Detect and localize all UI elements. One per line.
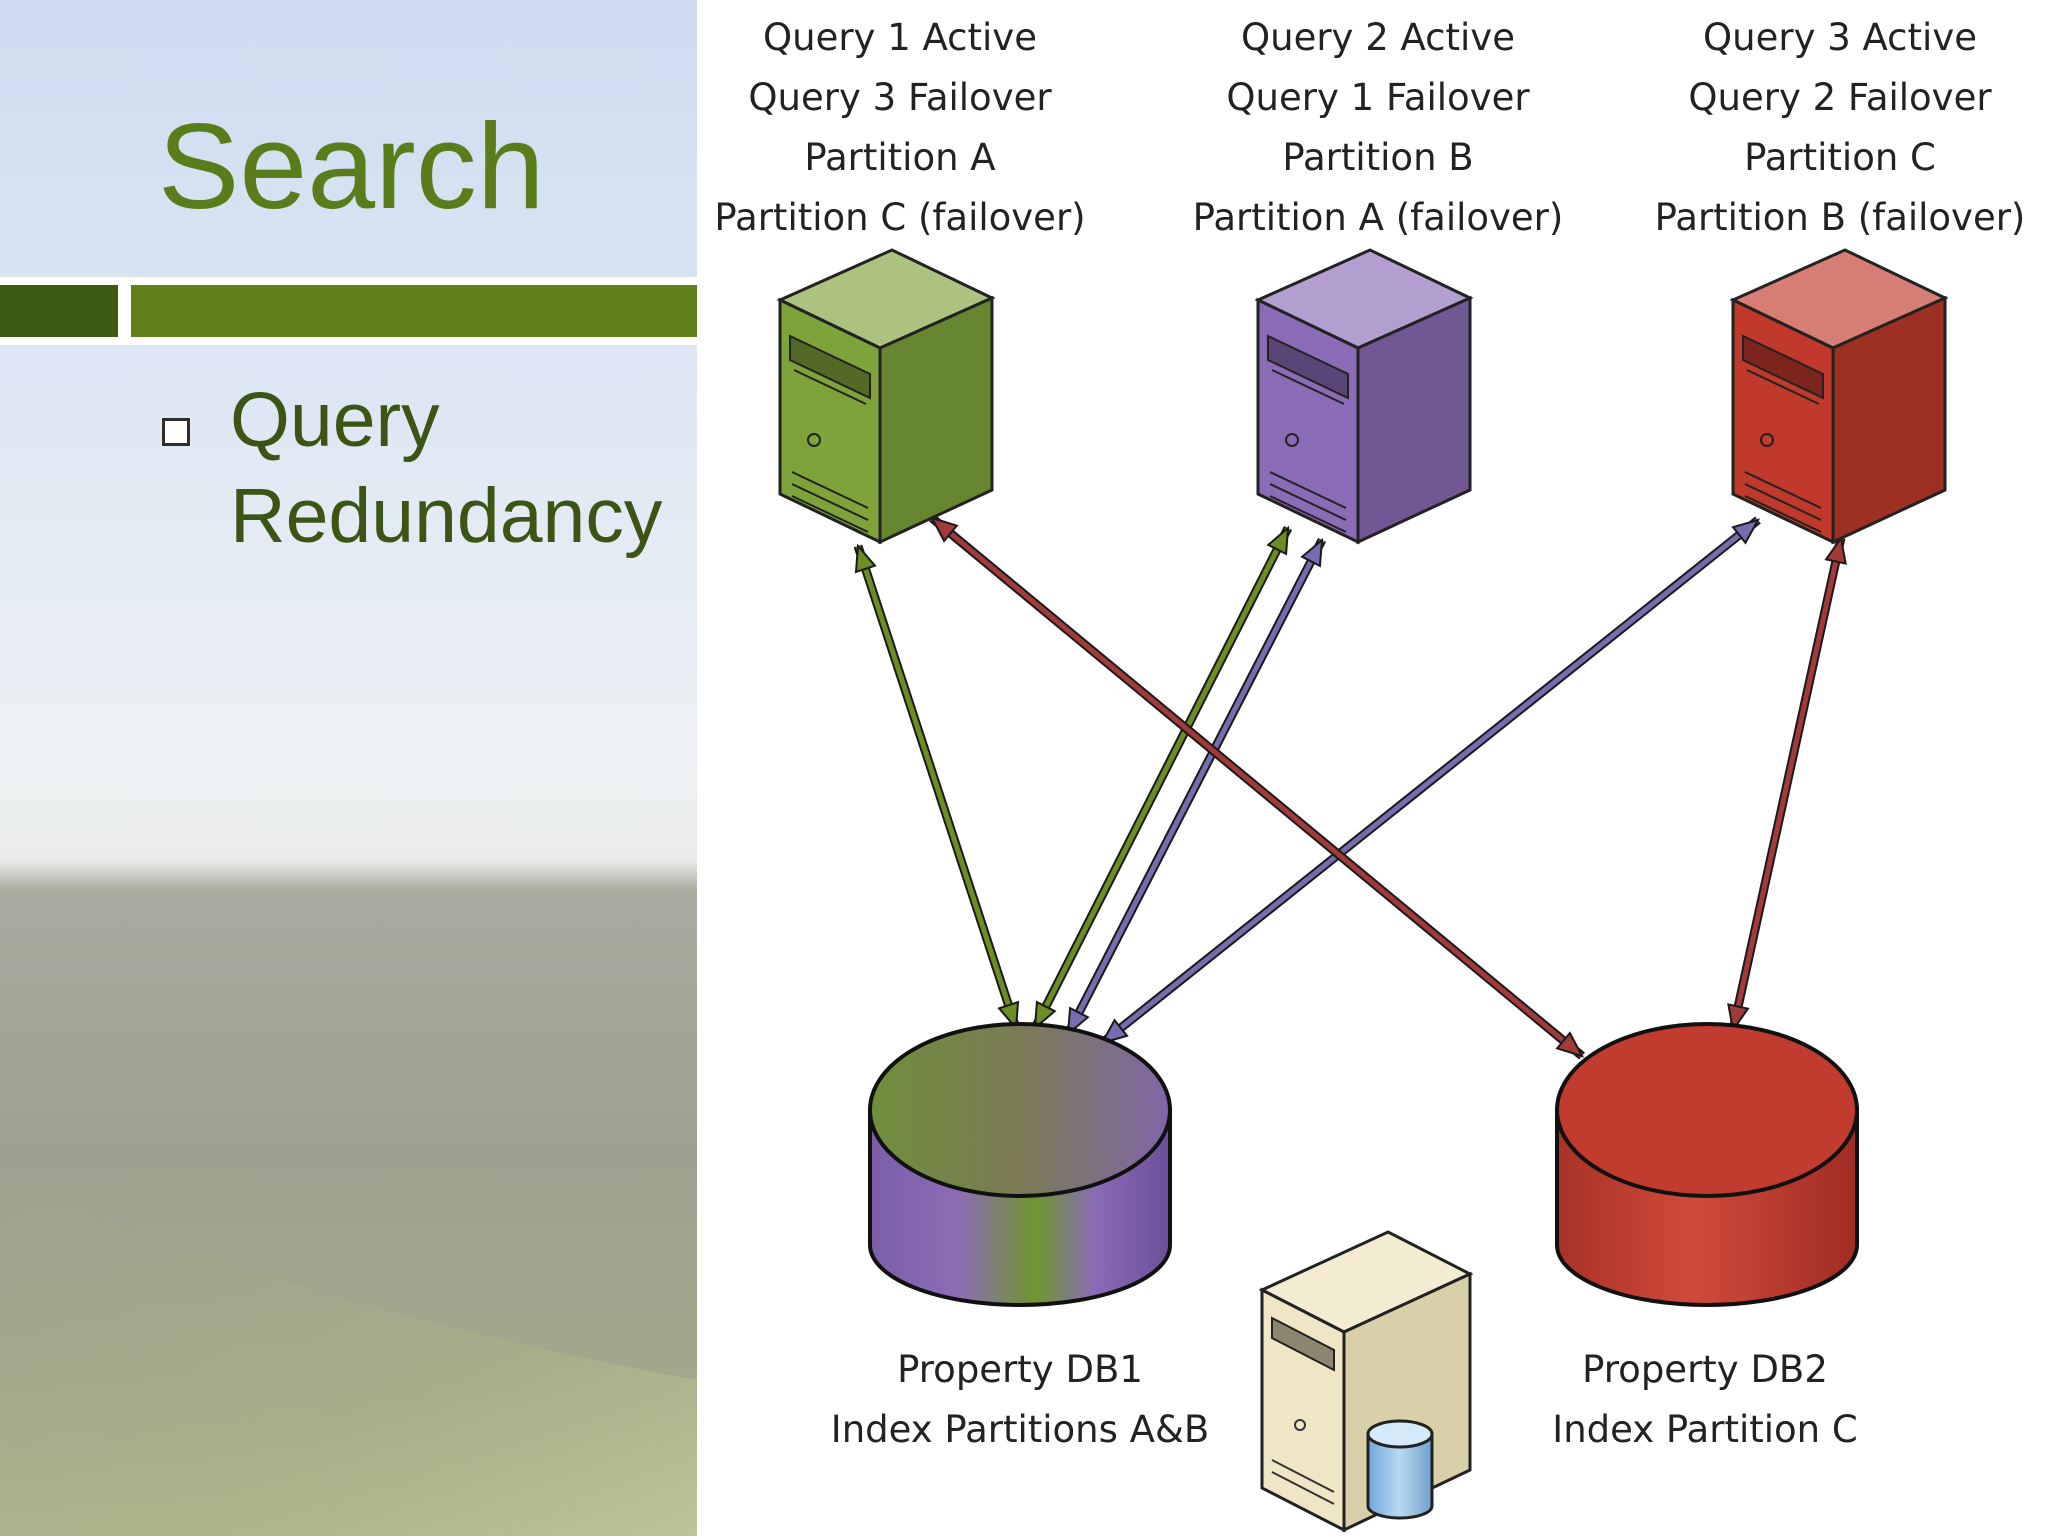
db-1-label: Property DB1 Index Partitions A&B — [831, 1340, 1209, 1460]
db-1-label-line: Index Partitions A&B — [830, 1408, 1210, 1451]
server-1-label: Query 1 Active Query 3 Failover Partitio… — [714, 8, 1085, 248]
db-1-cylinder — [868, 1022, 1172, 1307]
connection-arrow — [929, 514, 1585, 1060]
server-3-label-line: Partition C — [1744, 136, 1936, 179]
db-2-label: Property DB2 Index Partition C — [1552, 1340, 1857, 1460]
server-2-label-line: Query 1 Failover — [1226, 76, 1530, 119]
server-1-icon — [776, 248, 996, 545]
title-divider — [0, 277, 697, 345]
server-1-label-line: Partition C (failover) — [714, 196, 1086, 239]
server-3-label-line: Partition B (failover) — [1654, 196, 2026, 239]
server-1-label-line: Query 1 Active — [763, 16, 1037, 59]
db-2-label-line: Property DB2 — [1582, 1348, 1828, 1391]
server-3-label: Query 3 Active Query 2 Failover Partitio… — [1655, 8, 2026, 248]
server-3-label-line: Query 3 Active — [1703, 16, 1977, 59]
db-1-label-line: Property DB1 — [897, 1348, 1143, 1391]
bullet-line-1: Query — [230, 377, 440, 463]
server-2-label-line: Query 2 Active — [1241, 16, 1515, 59]
db-2-cylinder — [1555, 1022, 1859, 1307]
connection-arrows — [853, 514, 1847, 1060]
server-3-icon — [1729, 248, 1949, 545]
server-2-label-line: Partition A (failover) — [1192, 196, 1564, 239]
connection-arrow — [1099, 516, 1761, 1047]
bullet-line-2: Redundancy — [230, 473, 663, 559]
server-group — [776, 248, 1949, 545]
server-2-label-line: Partition B — [1282, 136, 1474, 179]
background-panel — [0, 0, 697, 1536]
server-3-label-line: Query 2 Failover — [1688, 76, 1992, 119]
db-2-label-line: Index Partition C — [1552, 1408, 1858, 1451]
bullet-item: Query Redundancy — [230, 372, 700, 564]
connection-arrow — [853, 543, 1021, 1031]
slide-title: Search — [158, 98, 545, 234]
server-2-label: Query 2 Active Query 1 Failover Partitio… — [1193, 8, 1564, 248]
server-2-icon — [1254, 248, 1474, 545]
server-1-label-line: Query 3 Failover — [748, 76, 1052, 119]
connection-arrow — [1063, 537, 1327, 1037]
database-server-icon — [1258, 1230, 1474, 1533]
connection-arrow — [1727, 535, 1847, 1033]
server-1-label-line: Partition A — [804, 136, 996, 179]
connection-arrow — [1030, 525, 1293, 1031]
bullet-marker — [162, 418, 190, 446]
